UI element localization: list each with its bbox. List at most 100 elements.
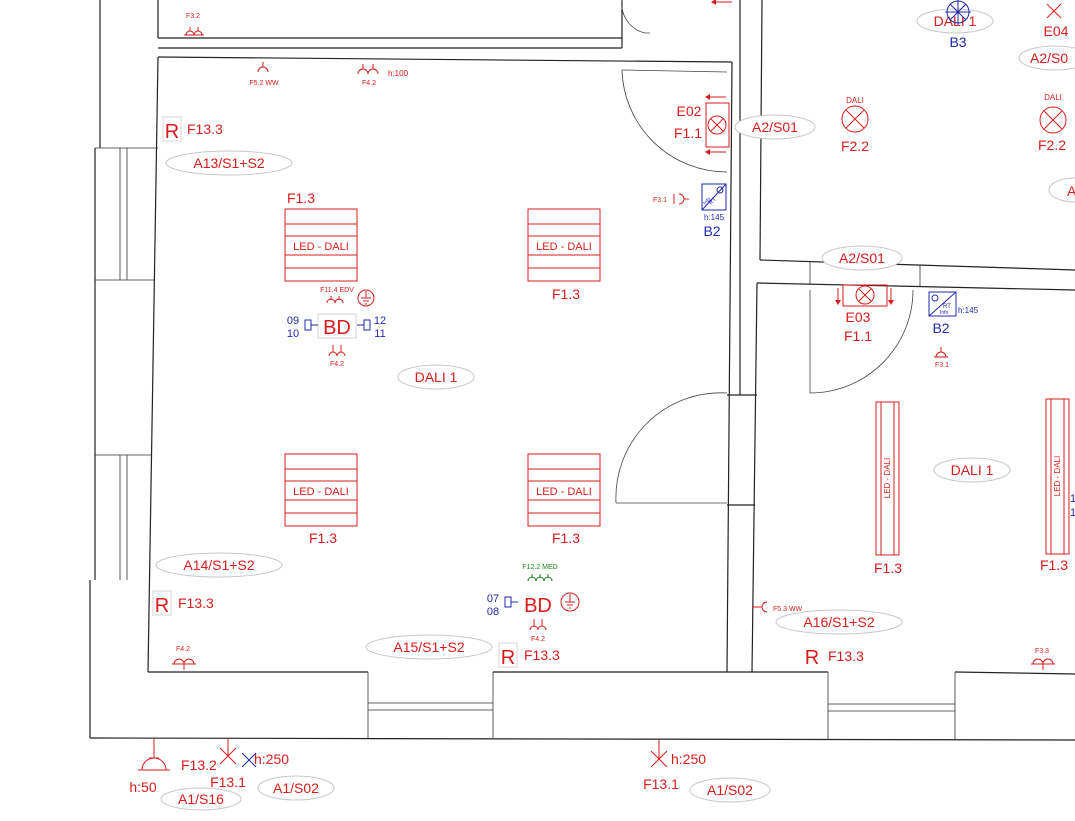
b3-label: B3	[949, 34, 966, 50]
socket-f42-top: F4.2 h:100	[357, 64, 409, 87]
height-h145: h:145	[958, 306, 979, 315]
info-label: Info	[702, 196, 712, 206]
data-port-12: 12	[374, 315, 386, 327]
led-circuit-label: F1.3	[552, 286, 580, 302]
socket-circuit: F3.1	[653, 197, 667, 204]
exit-label: E02	[677, 103, 702, 119]
dali-zone-left: DALI 1	[415, 369, 458, 385]
dali-zone-top: DALI 1	[934, 13, 977, 29]
r-label: R	[165, 121, 179, 143]
switch-circuit-f131: F13.1	[643, 776, 679, 792]
bd-circuit-bottom: F4.2	[330, 361, 344, 368]
socket-circuit: F3.1	[935, 362, 949, 369]
socket-circuit: F3.3	[1035, 648, 1049, 655]
switch-circuit-f131: F13.1	[210, 774, 246, 790]
r-circuit: F13.3	[178, 595, 214, 611]
led-label: LED - DALI	[536, 486, 592, 498]
room-labels: A13/S1+S2 A14/S1+S2 A15/S1+S2 A16/S1+S2 …	[155, 8, 1075, 811]
b2-label: B2	[932, 320, 949, 336]
exit-light-e02: E02 F1.1	[674, 94, 730, 155]
room-label-a1-mid: A1/S02	[707, 782, 753, 798]
bd-label: BD	[524, 595, 552, 617]
led-luminaires: LED - DALI F1.3 LED - DALI F1.3 LED - DA…	[284, 190, 601, 546]
r-circuit: F13.3	[828, 648, 864, 664]
led-luminaire-top-left: LED - DALI F1.3	[284, 190, 358, 282]
dali-downlight-1: DALI F2.2	[841, 96, 869, 154]
room-control-b2-left: RT Info h:145 B2	[701, 183, 727, 239]
r-circuit: F13.3	[524, 647, 560, 663]
room-label-a1-left: A1/S02	[273, 780, 319, 796]
room-label-a1-s16: A1/S16	[178, 791, 224, 807]
r-socket-1: R F13.3	[162, 116, 223, 143]
height-h145: h:145	[704, 213, 725, 222]
exit-circuit: F1.1	[844, 328, 872, 344]
data-port-partial: 1	[1070, 493, 1075, 505]
led-circuit-label: F1.3	[874, 560, 902, 576]
data-port-partial: 1	[1070, 507, 1075, 519]
data-port-07: 07	[487, 593, 499, 605]
socket-f32-top: F3.2	[184, 13, 204, 36]
led-label: LED - DALI	[293, 486, 349, 498]
socket-circuit-f132: F13.2	[181, 757, 217, 773]
exit-label: E03	[846, 309, 871, 325]
dali-zone-right: DALI 1	[951, 462, 994, 478]
exit-light-e04: E04	[1044, 3, 1069, 39]
socket-circuit: F4.2	[176, 646, 190, 653]
r-label: R	[501, 647, 515, 669]
bd-circuit-bottom: F4.2	[531, 636, 545, 643]
walls	[89, 0, 1075, 741]
led-luminaire-vertical-1: LED - DALI F1.3	[874, 401, 902, 576]
room-label-a14: A14/S1+S2	[183, 557, 254, 573]
exit-lights: E02 F1.1 E03 F1.1 E04	[674, 0, 1069, 344]
r-sockets: R F13.3 R F13.3 R F13.3 R F13.3	[152, 116, 864, 669]
room-label-a2-top: A2/S01	[752, 119, 798, 135]
data-port-10: 10	[287, 328, 299, 340]
r-socket-2: R F13.3	[152, 590, 214, 617]
floor-box-bd-upper: BD F11.4 EDV F4.2 09 10 12 11	[287, 287, 386, 368]
doors	[615, 0, 914, 504]
data-port-08: 08	[487, 606, 499, 618]
room-label-a2-corner: A2/S0	[1030, 50, 1068, 66]
room-control-b2-right: RT Info h:145 B2	[928, 291, 979, 336]
bd-circuit-top: F12.2 MED	[522, 564, 557, 571]
led-luminaire-top-right: LED - DALI F1.3	[527, 208, 601, 302]
led-circuit-label: F1.3	[552, 530, 580, 546]
socket-f33: F3.3	[1031, 648, 1055, 670]
dali-downlight-2: DALI F2.2	[1038, 93, 1067, 153]
rt-label: RT	[708, 196, 718, 206]
b3-detector: B3	[945, 0, 971, 50]
info-label: Info	[940, 310, 949, 316]
led-circuit-label: F1.3	[309, 530, 337, 546]
led-label: LED - DALI	[1053, 456, 1062, 496]
room-label-a15: A15/S1+S2	[393, 639, 464, 655]
led-label: LED - DALI	[883, 458, 892, 498]
height-h50: h:50	[129, 779, 156, 795]
exit-arrow-top	[711, 0, 732, 5]
socket-f53: F5.3 WW	[752, 601, 803, 613]
exit-light-e03: E03 F1.1	[835, 284, 894, 344]
led-luminaires-vertical: LED - DALI F1.3 LED - DALI F1.3 1 1	[874, 398, 1075, 576]
dali-tag: DALI	[1044, 93, 1062, 102]
led-circuit-label: F1.3	[1040, 557, 1068, 573]
rt-label: RT	[943, 304, 951, 310]
led-luminaire-vertical-2: LED - DALI F1.3	[1040, 398, 1070, 573]
floor-box-bd-lower: BD F12.2 MED F4.2 07 08	[487, 564, 580, 643]
r-label: R	[805, 647, 819, 669]
socket-f31-right: F3.1	[934, 347, 949, 369]
r-label: R	[155, 595, 169, 617]
height-h250: h:250	[671, 751, 706, 767]
data-port-11: 11	[374, 328, 385, 340]
exit-label: E04	[1044, 23, 1069, 39]
room-label-a2-door: A2/S01	[839, 250, 885, 266]
led-luminaire-bottom-right: LED - DALI F1.3	[527, 453, 601, 546]
b2-label: B2	[703, 223, 720, 239]
socket-f52: F5.2 WW	[249, 62, 279, 87]
r-socket-3: R F13.3	[498, 642, 560, 669]
height-h100: h:100	[388, 69, 409, 78]
height-h250: h:250	[254, 751, 289, 767]
socket-circuit: F5.3 WW	[773, 606, 803, 613]
socket-f42-bottom-left: F4.2	[172, 646, 196, 670]
socket-circuit: F4.2	[362, 80, 376, 87]
partial-label: A	[1067, 183, 1075, 199]
socket-f31-left: F3.1	[653, 193, 689, 205]
